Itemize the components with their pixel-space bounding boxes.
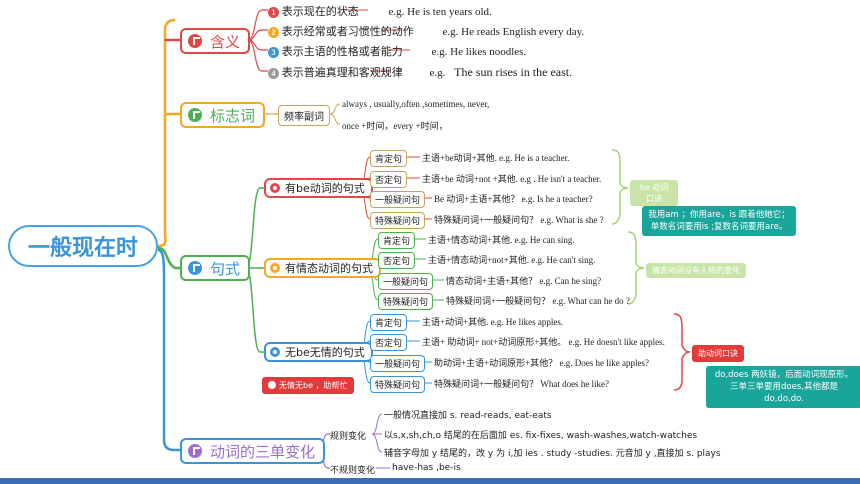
nobe-tag-yesno[interactable]: 一般疑问句 <box>370 355 426 372</box>
number-4-icon: 4 <box>268 68 279 79</box>
branch-meaning-label: 含义 <box>210 32 241 51</box>
pattern-be-verb[interactable]: 有be动词的句式 <box>264 178 373 198</box>
nobe-tag-negative[interactable]: 否定句 <box>370 334 408 351</box>
be-text-affirmative: 主语+be动词+其他. e.g. He is a teacher. <box>422 153 570 163</box>
verbs-regular-item-2: 以s,x,sh,ch,o 结尾的在后面加 es. fix-fixes, wash… <box>384 431 698 441</box>
no-be-badge: 无情无be ，助帮忙 <box>262 377 354 394</box>
meaning-item-4: 4 表示普遍真理和客观规律 e.g. The sun rises in the … <box>268 64 572 80</box>
modal-tag-negative[interactable]: 否定句 <box>378 252 416 269</box>
meaning-item-3-zh: 表示主语的性格或者能力 <box>281 45 403 58</box>
verbs-regular-item-1: 一般情况直接加 s. read-reads, eat-eats <box>384 411 552 421</box>
modal-summary-note: 情态动词没有人称的变化 <box>646 263 746 278</box>
branch-sentence-patterns[interactable]: 句式 <box>180 255 251 281</box>
pattern-modal-label: 有情态动词的句式 <box>285 262 373 275</box>
nobe-text-wh: 特殊疑问词+一般疑问句？ What does he like? <box>434 379 610 389</box>
be-mnemonic-note: 我用am ；你用are，is 跟着他她它；单数名词要用is ;复数名词要用are… <box>642 206 796 236</box>
meaning-item-1-zh: 表示现在的状态 <box>281 5 359 18</box>
modal-tag-yesno[interactable]: 一般疑问句 <box>378 273 434 290</box>
flag-icon <box>188 108 202 122</box>
root-topic[interactable]: 一般现在时 <box>8 225 158 267</box>
nobe-tag-affirmative[interactable]: 肯定句 <box>370 314 408 331</box>
aux-verb-mnemonic-title: 助动词口诀 <box>692 345 744 362</box>
pattern-be-label: 有be动词的句式 <box>285 182 365 195</box>
number-1-icon: 1 <box>268 7 279 18</box>
meaning-item-3: 3 表示主语的性格或者能力 e.g. He likes noodles. <box>268 43 526 59</box>
badge-icon <box>268 381 276 389</box>
frequency-adverb-box[interactable]: 频率副词 <box>278 105 330 126</box>
meaning-item-4-zh: 表示普遍真理和客观规律 <box>281 66 403 79</box>
nobe-text-affirmative: 主语+动词+其他. e.g. He likes apples. <box>422 317 564 327</box>
be-text-wh: 特殊疑问词+一般疑问句？ e.g. What is she ? <box>434 215 604 225</box>
pattern-nobe-label: 无be无情的句式 <box>285 346 365 359</box>
modal-text-yesno: 情态动词+主语+其他？ e.g. Can he sing? <box>446 276 602 286</box>
modal-tag-wh[interactable]: 特殊疑问句 <box>378 293 434 310</box>
meaning-item-4-prefix: e.g. <box>429 67 446 79</box>
verbs-regular-label[interactable]: 规则变化 <box>330 432 367 442</box>
signal-line-2: once +时间，every +时间， <box>342 121 448 131</box>
nobe-tag-wh[interactable]: 特殊疑问句 <box>370 376 426 393</box>
branch-patterns-label: 句式 <box>210 259 241 278</box>
flag-icon <box>188 261 202 275</box>
pattern-modal-verb[interactable]: 有情态动词的句式 <box>264 258 381 278</box>
star-icon <box>270 183 280 193</box>
be-tag-negative[interactable]: 否定句 <box>370 171 408 188</box>
meaning-item-2-zh: 表示经常或者习惯性的动作 <box>281 25 414 38</box>
number-2-icon: 2 <box>268 27 279 38</box>
meaning-item-4-en: The sun rises in the east. <box>454 65 573 79</box>
branch-signal-label: 标志词 <box>210 106 256 125</box>
meaning-item-2: 2 表示经常或者习惯性的动作 e.g. He reads English eve… <box>268 23 584 39</box>
star-icon <box>270 263 280 273</box>
modal-text-wh: 特殊疑问词+一般疑问句？ e.g. What can he do ? <box>446 296 630 306</box>
nobe-text-yesno: 助动词+主语+动词原形+其他？ e.g. Does he like apples… <box>434 358 649 368</box>
nobe-text-negative: 主语+ 助动词+ not+动词原形+其他。 e.g. He doesn't li… <box>422 337 665 347</box>
be-text-yesno: Be 动词+主语+其他？ e.g. Is he a teacher? <box>434 194 593 204</box>
signal-line-1: always , usually,often ,sometimes, never… <box>342 99 490 109</box>
aux-verb-mnemonic-note: do,does 两妖镜，后面动词现原形。三单三单要用does,其他都是do,do… <box>706 366 860 408</box>
verbs-irregular-label[interactable]: 不规则变化 <box>330 466 376 476</box>
meaning-item-2-en: e.g. He reads English every day. <box>442 26 585 38</box>
meaning-item-3-en: e.g. He likes noodles. <box>431 46 527 58</box>
flag-icon <box>188 444 202 458</box>
star-icon <box>270 347 280 357</box>
verbs-irregular-item: have-has ,be-is <box>392 463 461 473</box>
pattern-no-be-no-modal[interactable]: 无be无情的句式 <box>264 342 373 362</box>
be-tag-wh[interactable]: 特殊疑问句 <box>370 212 426 229</box>
verbs-regular-item-3: 辅音字母加 y 结尾的，改 y 为 i,加 ies . study -studi… <box>384 449 721 459</box>
modal-text-affirmative: 主语+情态动词+其他. e.g. He can sing. <box>428 235 575 245</box>
modal-tag-affirmative[interactable]: 肯定句 <box>378 232 416 249</box>
meaning-item-1: 1 表示现在的状态 e.g. He is ten years old. <box>268 3 492 19</box>
be-summary-note: be 动词 口诀 <box>630 180 678 206</box>
be-tag-yesno[interactable]: 一般疑问句 <box>370 191 426 208</box>
no-be-badge-text: 无情无be ，助帮忙 <box>279 381 348 390</box>
meaning-item-1-en: e.g. He is ten years old. <box>388 6 492 18</box>
number-3-icon: 3 <box>268 47 279 58</box>
branch-third-person-verbs[interactable]: 动词的三单变化 <box>180 438 326 464</box>
branch-signal-words[interactable]: 标志词 <box>180 102 266 128</box>
modal-text-negative: 主语+情态动词+not+其他. e.g. He can't sing. <box>428 255 596 265</box>
be-text-negative: 主语+be 动词+not +其他. e.g . He isn't a teach… <box>422 174 602 184</box>
be-tag-affirmative[interactable]: 肯定句 <box>370 150 408 167</box>
branch-verbs-label: 动词的三单变化 <box>210 442 316 461</box>
branch-meaning[interactable]: 含义 <box>180 28 251 54</box>
flag-icon <box>188 34 202 48</box>
